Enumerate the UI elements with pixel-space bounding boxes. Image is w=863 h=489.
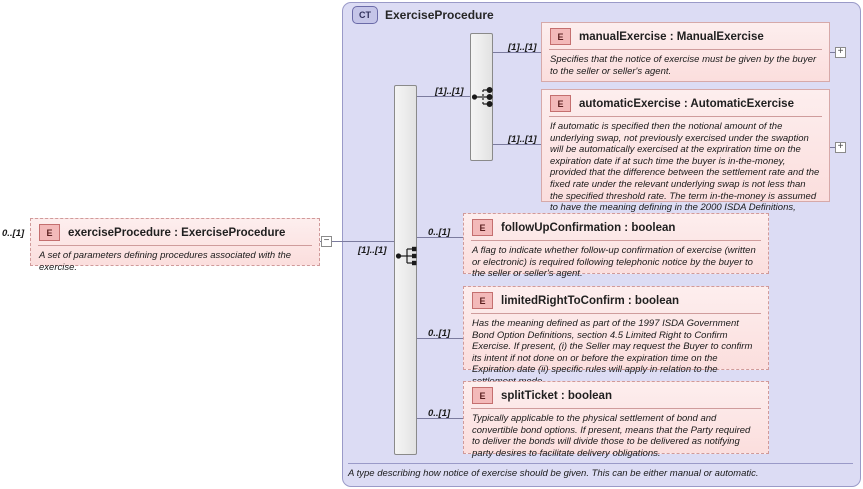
divider — [471, 313, 761, 314]
collapse-toggle-root[interactable]: − — [321, 236, 332, 247]
expand-toggle-automatic-exercise[interactable]: + — [835, 142, 846, 153]
element-description: Typically applicable to the physical set… — [472, 413, 751, 459]
divider — [549, 49, 822, 50]
choice-cardinality: [1]..[1] — [435, 86, 464, 97]
element-split-ticket[interactable]: E splitTicket : boolean Typically applic… — [463, 381, 769, 459]
split-ticket-cardinality: 0..[1] — [428, 408, 451, 419]
complex-type-header: CT ExerciseProcedure — [352, 5, 494, 25]
element-exercise-procedure[interactable]: E exerciseProcedure : ExerciseProcedure … — [30, 218, 320, 273]
connector-line — [332, 241, 402, 242]
element-header: E exerciseProcedure : ExerciseProcedure — [31, 219, 319, 245]
complex-type-icon: CT — [352, 6, 378, 24]
element-header: E limitedRightToConfirm : boolean — [464, 287, 768, 313]
complex-type-title: ExerciseProcedure — [385, 8, 494, 22]
element-header: E followUpConfirmation : boolean — [464, 214, 768, 240]
element-title: automaticExercise : AutomaticExercise — [579, 97, 794, 110]
complex-type-annotation: A type describing how notice of exercise… — [348, 468, 759, 479]
expand-toggle-manual-exercise[interactable]: + — [835, 47, 846, 58]
divider — [471, 240, 761, 241]
sequence-compositor-rail[interactable] — [394, 85, 417, 455]
element-icon: E — [472, 219, 493, 236]
collapse-toggle-root-glyph: − — [323, 235, 330, 246]
element-icon: E — [39, 224, 60, 241]
manual-exercise-cardinality: [1]..[1] — [508, 42, 537, 53]
element-icon: E — [472, 387, 493, 404]
divider — [471, 408, 761, 409]
root-element-cardinality: 0..[1] — [2, 228, 25, 239]
expand-toggle-automatic-exercise-glyph: + — [837, 141, 844, 152]
element-icon: E — [472, 292, 493, 309]
element-header: E splitTicket : boolean — [464, 382, 768, 408]
element-icon: E — [550, 28, 571, 45]
element-title: exerciseProcedure : ExerciseProcedure — [68, 226, 286, 239]
element-description: Specifies that the notice of exercise mu… — [550, 54, 817, 77]
limited-right-to-confirm-cardinality: 0..[1] — [428, 328, 451, 339]
element-limited-right-to-confirm[interactable]: E limitedRightToConfirm : boolean Has th… — [463, 286, 769, 387]
element-manual-exercise[interactable]: E manualExercise : ManualExercise Specif… — [541, 22, 830, 82]
choice-compositor-icon — [471, 87, 493, 107]
element-description: A set of parameters defining procedures … — [39, 250, 292, 273]
automatic-exercise-cardinality: [1]..[1] — [508, 134, 537, 145]
connector-line — [417, 96, 470, 97]
expand-toggle-manual-exercise-glyph: + — [837, 46, 844, 57]
element-follow-up-confirmation[interactable]: E followUpConfirmation : boolean A flag … — [463, 213, 769, 279]
element-description: A flag to indicate whether follow-up con… — [472, 245, 756, 280]
element-title: splitTicket : boolean — [501, 389, 612, 402]
connector-line — [493, 52, 541, 53]
element-title: followUpConfirmation : boolean — [501, 221, 676, 234]
element-automatic-exercise[interactable]: E automaticExercise : AutomaticExercise … — [541, 89, 830, 225]
connector-line — [830, 52, 836, 53]
connector-line — [830, 147, 836, 148]
divider — [549, 116, 822, 117]
connector-line — [417, 338, 463, 339]
element-header: E manualExercise : ManualExercise — [542, 23, 829, 49]
element-header: E automaticExercise : AutomaticExercise — [542, 90, 829, 116]
sequence-cardinality: [1]..[1] — [358, 245, 387, 256]
annotation-divider — [348, 463, 853, 464]
element-title: manualExercise : ManualExercise — [579, 30, 764, 43]
divider — [38, 245, 312, 246]
connector-line — [493, 144, 541, 145]
connector-line — [417, 237, 463, 238]
element-icon: E — [550, 95, 571, 112]
sequence-compositor-icon — [395, 246, 417, 266]
connector-line — [417, 418, 463, 419]
follow-up-confirmation-cardinality: 0..[1] — [428, 227, 451, 238]
element-title: limitedRightToConfirm : boolean — [501, 294, 680, 307]
